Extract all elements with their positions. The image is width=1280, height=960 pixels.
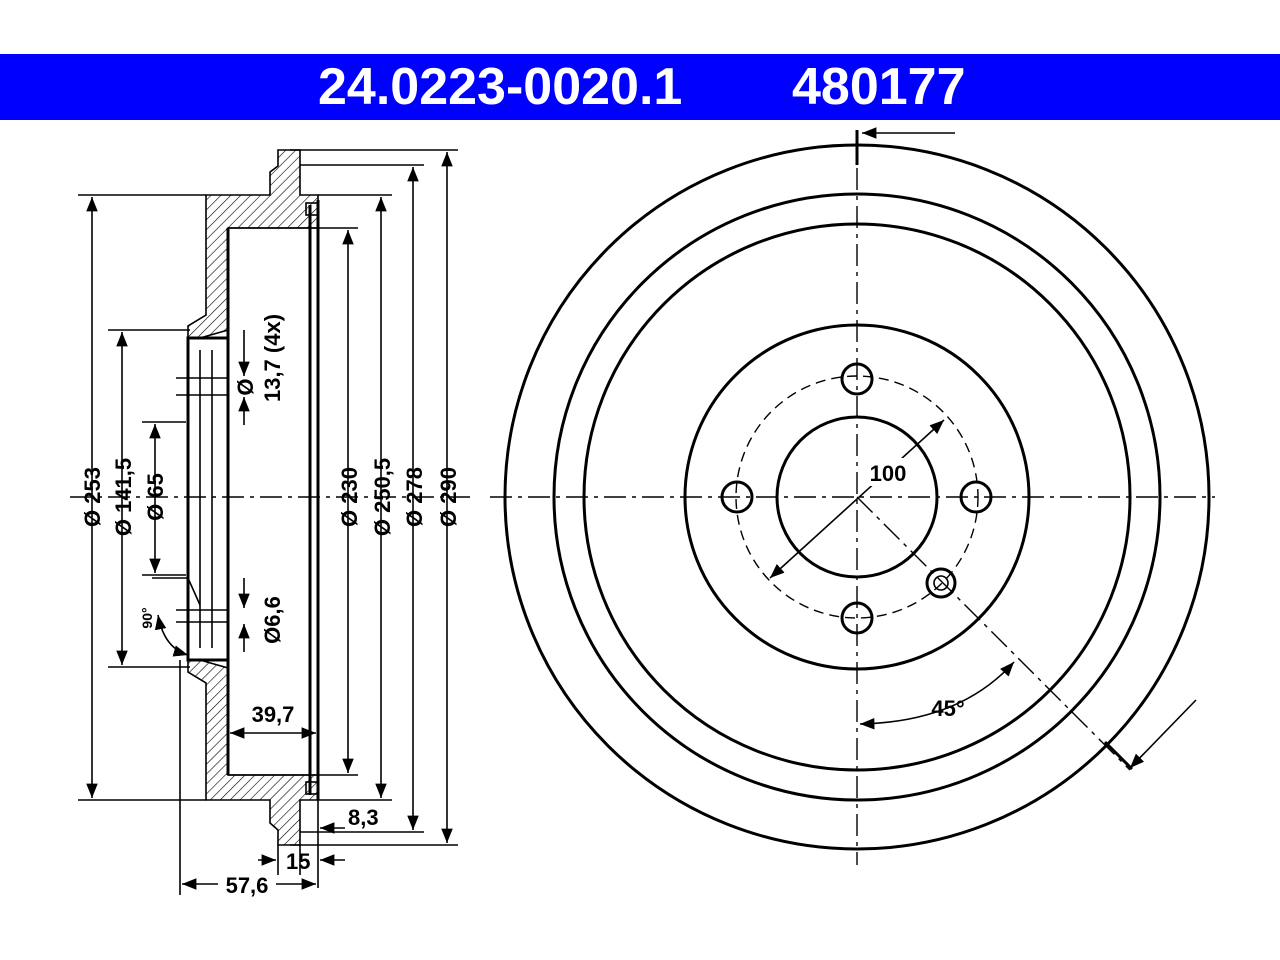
countersink-line [152,577,201,606]
front-view: 100 45° [490,127,1215,865]
label-angle-90: 90° [139,607,155,628]
dim-line-pcd [769,419,945,579]
section-hatch-bottom [187,659,319,846]
label-hole-6-6: Ø6,6 [260,596,285,644]
label-39-7: 39,7 [252,702,295,727]
section-arrow-bottom [1129,699,1197,769]
label-angle-45: 45° [931,696,964,721]
label-hole-13-7: 13,7 (4x) [260,314,285,402]
reference-number: 480177 [792,58,966,116]
angle-arc [154,614,189,657]
part-number: 24.0223-0020.1 [318,58,683,116]
label-bg-57-6 [218,872,276,896]
rim-groove-bottom [305,781,319,795]
screw-hole-outer [925,567,957,599]
label-d250-5: Ø 250,5 [370,458,395,536]
label-d65: Ø 65 [143,473,168,521]
label-d290: Ø 290 [436,467,461,527]
label-d141-5: Ø 141,5 [111,458,136,536]
label-8-3: 8,3 [348,805,379,830]
label-hole-symbol: Ø [233,378,258,395]
side-section-view: Ø 253 Ø 141,5 Ø 65 Ø 230 Ø 250,5 Ø 278 Ø… [70,149,470,898]
section-mark-bottom [1103,740,1134,771]
label-d253: Ø 253 [80,467,105,527]
section-hatch-top [187,149,319,339]
header-banner: 24.0223-0020.1 480177 [0,54,1280,120]
rim-groove-top [305,202,319,216]
label-pcd-100: 100 [870,461,907,486]
angle-arc-45 [859,661,1015,730]
front-centerline-45 [856,496,1131,771]
circle-278 [552,192,1162,802]
label-d230: Ø 230 [337,467,362,527]
hub-face [186,336,230,662]
label-15: 15 [286,849,310,874]
screw-hole-inner [933,575,949,591]
label-bg-pcd [862,458,914,486]
label-d278: Ø 278 [402,467,427,527]
label-57-6: 57,6 [226,873,269,898]
